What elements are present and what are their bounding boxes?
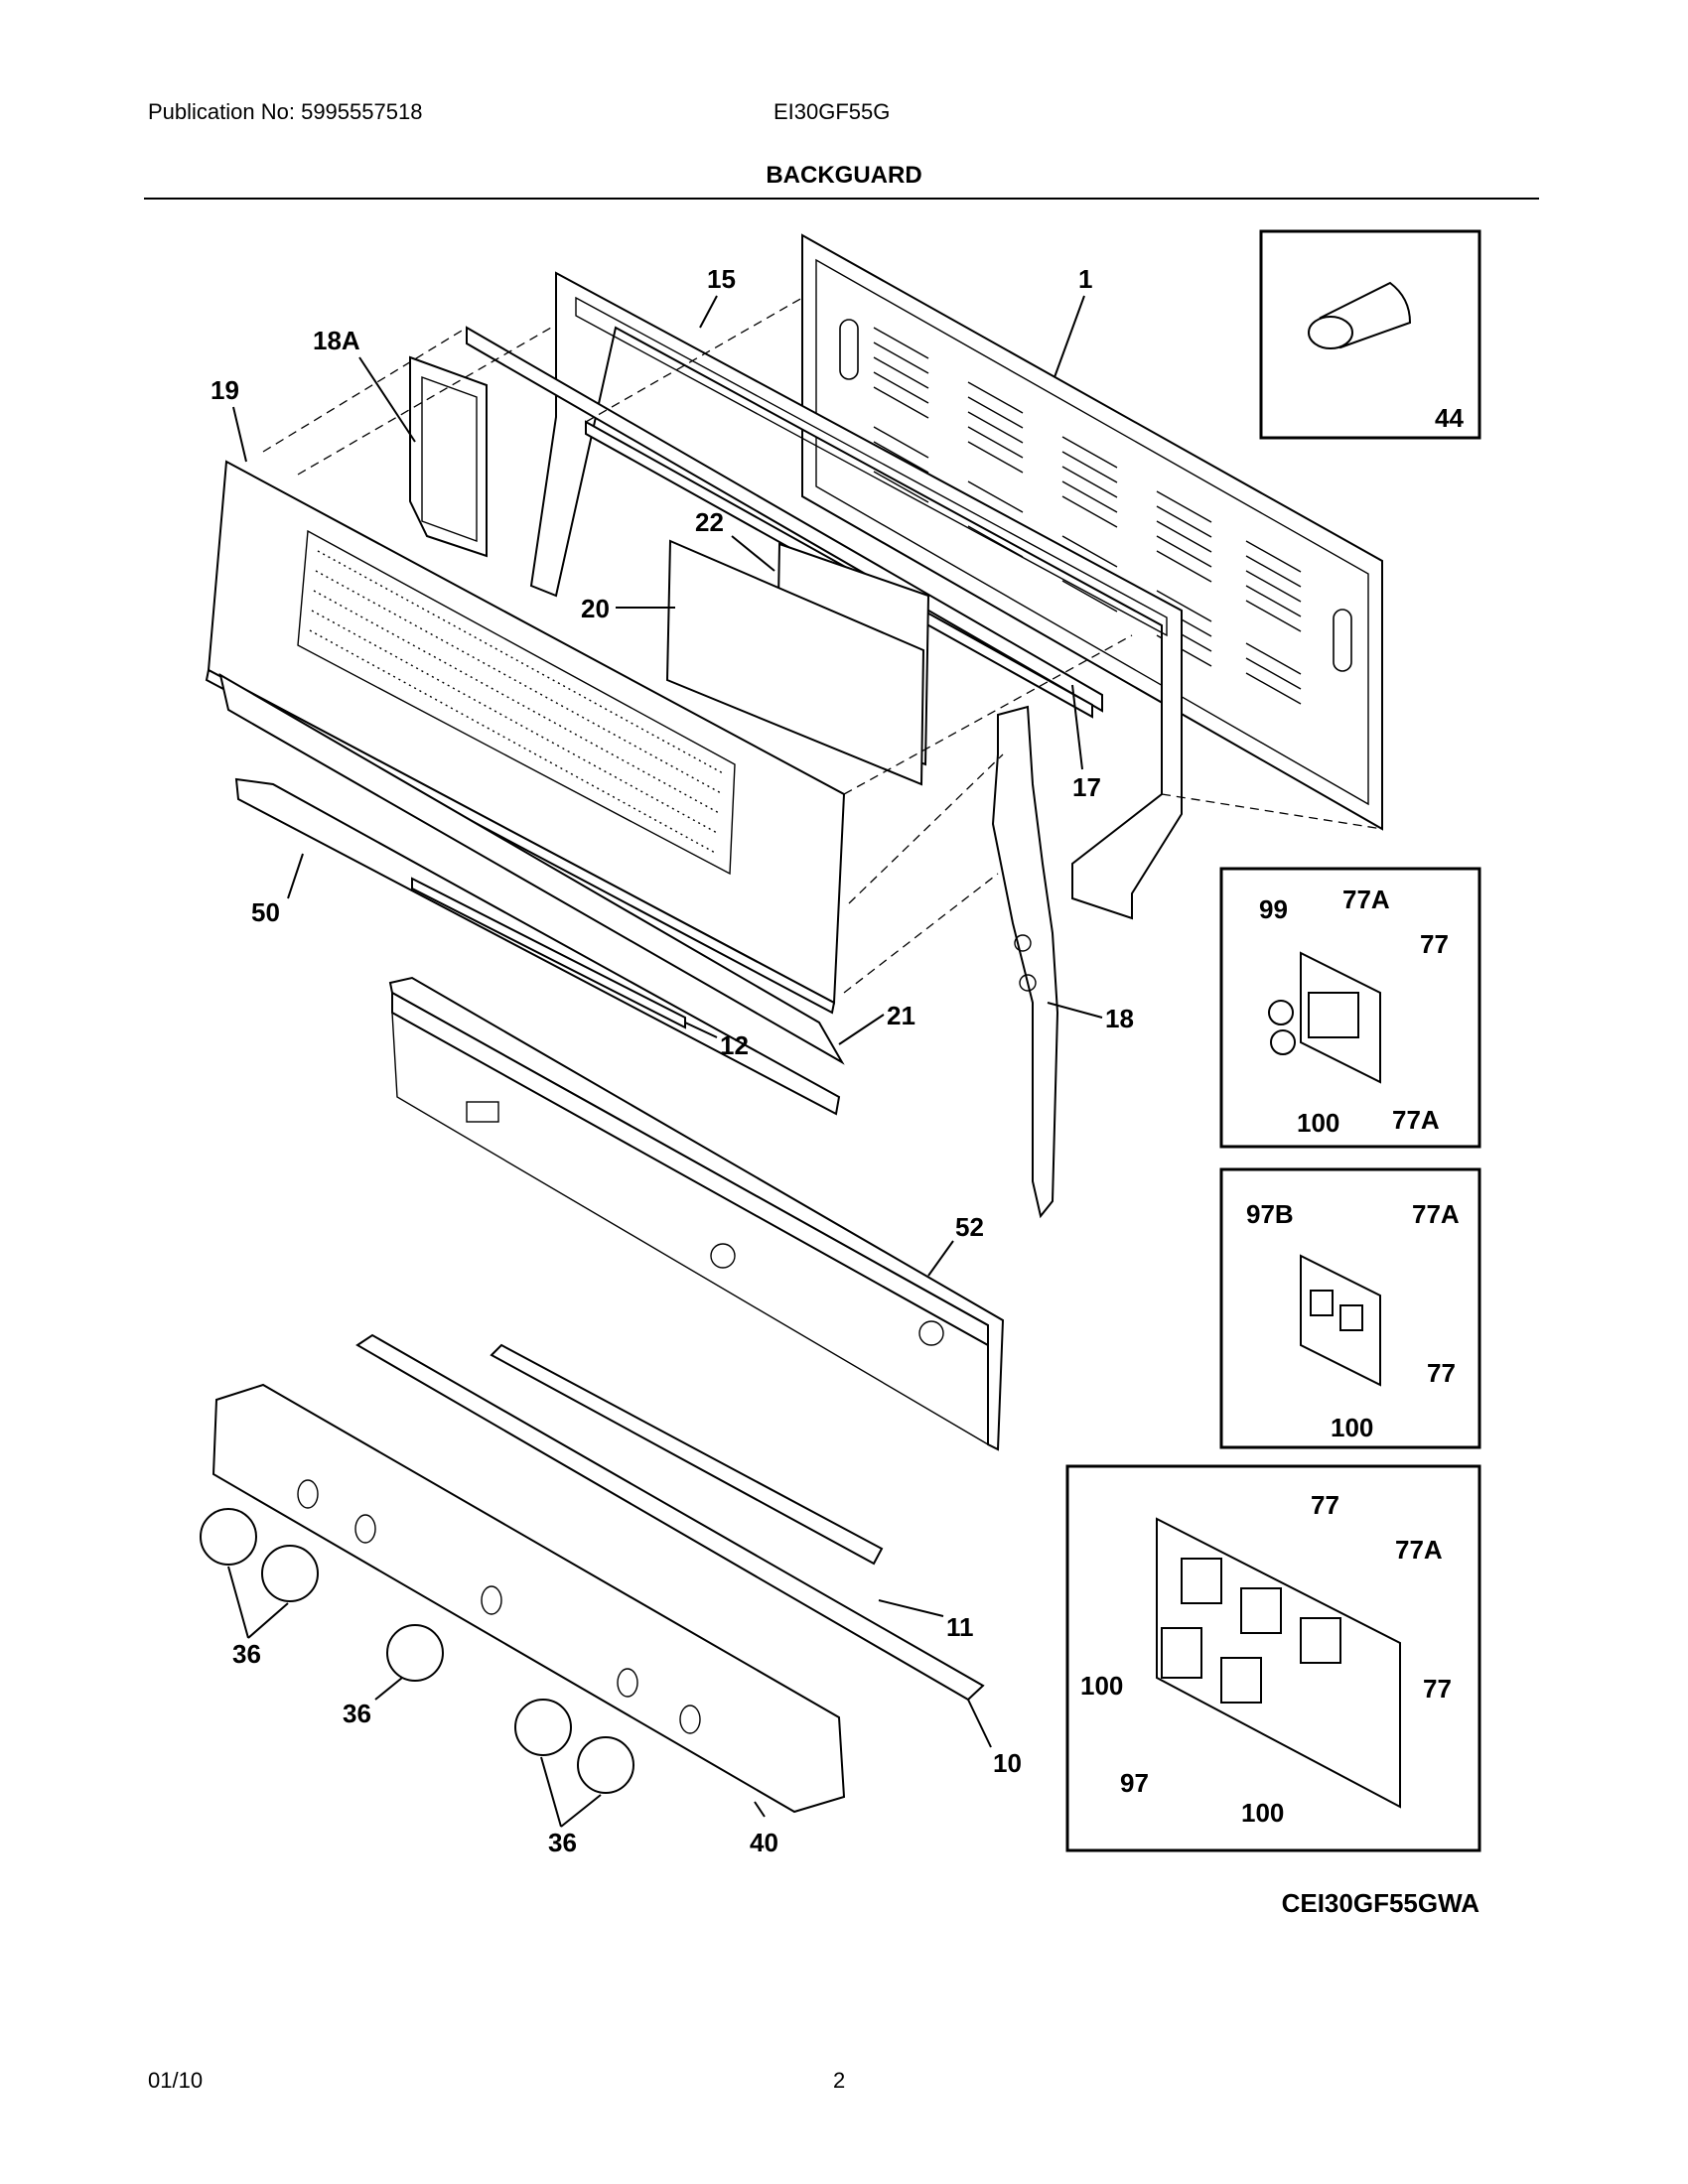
inset-44-box — [1259, 229, 1481, 440]
gasket-11-part — [490, 1343, 884, 1566]
knob-cap-44-part — [1308, 281, 1412, 349]
callout-97b: 97B — [1246, 1199, 1294, 1229]
board-97b-part — [1300, 1254, 1381, 1387]
callout-1: 1 — [1078, 264, 1092, 294]
callout-100-bottom: 100 — [1241, 1798, 1284, 1828]
board-99-part — [1268, 951, 1381, 1084]
publication-number: Publication No: 5995557518 — [148, 99, 423, 124]
callout-22: 22 — [695, 507, 724, 537]
inset-97-box — [1065, 1464, 1481, 1852]
manifold-panel-part — [388, 976, 1005, 1451]
glass-12-part — [411, 877, 686, 1029]
callout-77a: 77A — [1395, 1535, 1443, 1565]
callout-77a: 77A — [1412, 1199, 1460, 1229]
model-number: EI30GF55G — [774, 99, 891, 124]
callout-10: 10 — [993, 1748, 1022, 1778]
callout-20: 20 — [581, 594, 610, 623]
callout-77-top: 77 — [1311, 1490, 1339, 1520]
page-number: 2 — [833, 2068, 846, 2093]
callout-21: 21 — [887, 1001, 915, 1030]
callout-44: 44 — [1435, 403, 1464, 433]
trim-21-part — [218, 672, 845, 1065]
footer-date: 01/10 — [148, 2068, 204, 2093]
alignment-lines — [262, 297, 1383, 994]
callout-77: 77 — [1420, 929, 1449, 959]
callout-77a-top: 77A — [1342, 885, 1390, 914]
callout-77-right: 77 — [1423, 1674, 1452, 1704]
callout-36-b: 36 — [343, 1699, 371, 1728]
board-97-part — [1156, 1517, 1401, 1809]
callout-12: 12 — [720, 1030, 749, 1060]
callout-15: 15 — [707, 264, 736, 294]
callout-77a-bottom: 77A — [1392, 1105, 1440, 1135]
callout-19: 19 — [211, 375, 239, 405]
callout-40: 40 — [750, 1828, 778, 1857]
knobs-part — [200, 1508, 634, 1794]
knob-panel-part — [211, 1383, 846, 1814]
leader-lines — [227, 295, 1103, 1828]
callout-36-c: 36 — [548, 1828, 577, 1857]
callout-36-a: 36 — [232, 1639, 261, 1669]
callout-18a: 18A — [313, 326, 360, 355]
end-bracket-left-part — [409, 355, 488, 558]
end-bracket-right-part — [991, 705, 1059, 1219]
callout-100-left: 100 — [1080, 1671, 1123, 1701]
callout-100: 100 — [1331, 1413, 1373, 1442]
section-title: BACKGUARD — [766, 162, 922, 189]
callout-17: 17 — [1072, 772, 1101, 802]
callout-50: 50 — [251, 897, 280, 927]
callout-52: 52 — [955, 1212, 984, 1242]
callout-77: 77 — [1427, 1358, 1456, 1388]
callout-18: 18 — [1105, 1004, 1134, 1033]
callout-11: 11 — [946, 1612, 974, 1642]
control-panel-19-part — [205, 460, 846, 1015]
title-rule — [144, 198, 1539, 200]
variant-code: CEI30GF55GWA — [1281, 1888, 1479, 1918]
callout-100: 100 — [1297, 1108, 1339, 1138]
gasket-10-part — [355, 1333, 985, 1702]
inset-99-box — [1219, 867, 1481, 1149]
callout-97: 97 — [1120, 1768, 1149, 1798]
callout-99: 99 — [1259, 894, 1288, 924]
inset-97b-box — [1219, 1167, 1481, 1449]
